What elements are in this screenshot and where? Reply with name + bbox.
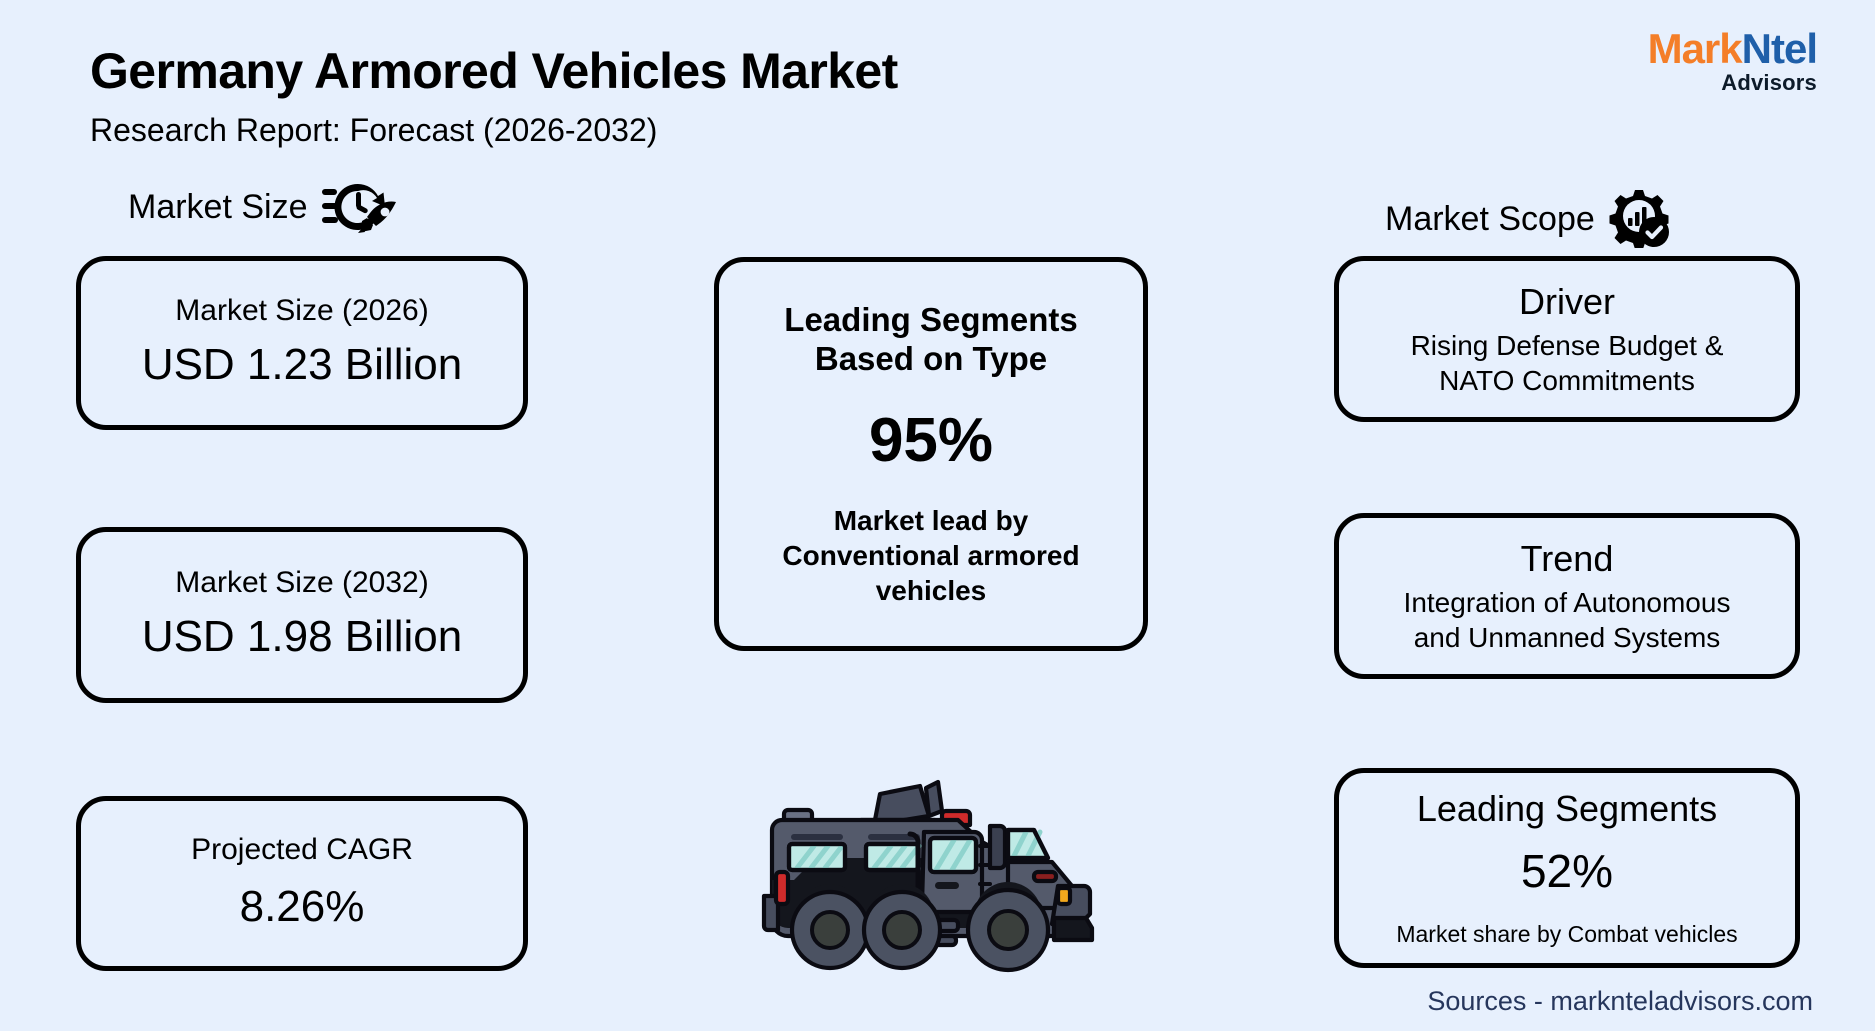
page-subtitle: Research Report: Forecast (2026-2032) — [90, 112, 658, 148]
card-projected-cagr-value: 8.26% — [239, 882, 365, 932]
card-market-size-2032-value: USD 1.98 Billion — [141, 611, 463, 661]
card-projected-cagr[interactable]: Projected CAGR 8.26% — [76, 796, 528, 971]
sources-text: Sources - marknteladvisors.com — [1427, 986, 1813, 1016]
section-header-market-size-label: Market Size — [128, 187, 308, 226]
section-header-market-size: Market Size — [128, 178, 400, 236]
card-leading-segments-type-note2: Conventional armored — [782, 540, 1080, 572]
card-trend[interactable]: Trend Integration of Autonomous and Unma… — [1334, 513, 1800, 679]
card-leading-segments-share-percent: 52% — [1520, 845, 1614, 898]
card-leading-segments-type-head1: Leading Segments — [784, 300, 1078, 338]
page-title: Germany Armored Vehicles Market — [90, 43, 898, 99]
card-leading-segments-share-note: Market share by Combat vehicles — [1396, 921, 1738, 948]
card-market-size-2032-head: Market Size (2032) — [175, 566, 429, 600]
section-header-market-scope: Market Scope — [1385, 190, 1671, 248]
card-leading-segments-share[interactable]: Leading Segments 52% Market share by Com… — [1334, 768, 1800, 968]
section-header-market-scope-label: Market Scope — [1385, 199, 1595, 238]
brand-logo: MarkNtel Advisors — [1647, 25, 1818, 95]
card-leading-segments-type-head2: Based on Type — [814, 340, 1048, 378]
card-trend-body2: and Unmanned Systems — [1413, 621, 1721, 653]
card-driver-body1: Rising Defense Budget & — [1410, 329, 1724, 361]
card-leading-segments-type-percent: 95% — [868, 406, 994, 475]
clock-rocket-icon — [321, 178, 400, 236]
card-projected-cagr-head: Projected CAGR — [191, 832, 413, 866]
logo-wordmark: MarkNtel — [1647, 25, 1818, 72]
logo-text-ntel: Ntel — [1741, 25, 1818, 72]
card-driver-title: Driver — [1519, 280, 1615, 322]
card-driver-body2: NATO Commitments — [1439, 364, 1695, 396]
logo-text-mark: Mark — [1647, 25, 1743, 72]
card-market-size-2026-head: Market Size (2026) — [175, 294, 429, 328]
card-leading-segments-type-note1: Market lead by — [833, 505, 1029, 537]
card-driver[interactable]: Driver Rising Defense Budget & NATO Comm… — [1334, 256, 1800, 422]
card-trend-title: Trend — [1520, 537, 1614, 579]
gear-chart-check-icon — [1609, 190, 1671, 248]
card-leading-segments-share-title: Leading Segments — [1416, 788, 1718, 830]
card-market-size-2026-value: USD 1.23 Billion — [141, 339, 463, 389]
armored-vehicle-illustration — [758, 768, 1098, 983]
card-trend-body1: Integration of Autonomous — [1403, 586, 1731, 618]
card-leading-segments-type[interactable]: Leading Segments Based on Type 95% Marke… — [714, 257, 1148, 651]
card-leading-segments-type-note3: vehicles — [875, 575, 987, 607]
card-market-size-2026[interactable]: Market Size (2026) USD 1.23 Billion — [76, 256, 528, 430]
card-market-size-2032[interactable]: Market Size (2032) USD 1.98 Billion — [76, 527, 528, 703]
logo-tagline: Advisors — [1721, 70, 1817, 95]
